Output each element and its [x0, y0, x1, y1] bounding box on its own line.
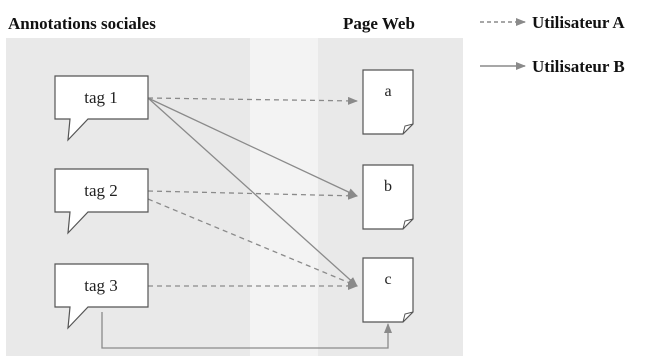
page-c-label: c	[384, 271, 391, 288]
tag-bubble-2	[54, 168, 149, 235]
page-a-label: a	[384, 83, 391, 100]
link-tag3-c-user-b	[101, 312, 392, 349]
middle-gap	[250, 38, 318, 356]
page-c-fold	[402, 311, 414, 323]
legend: Utilisateur A Utilisateur B	[480, 13, 625, 76]
legend-user-a: Utilisateur A	[532, 13, 625, 32]
page-b-icon	[362, 164, 414, 230]
link-tag2-b-user-a	[147, 190, 358, 200]
links	[101, 96, 392, 349]
tag-bubble-3	[54, 263, 149, 330]
tag-2-label: tag 2	[84, 181, 118, 200]
page-b-label: b	[384, 178, 392, 195]
page-b-fold	[402, 218, 414, 230]
tag-bubble: tag 1	[54, 75, 149, 142]
web-page: c	[362, 257, 414, 323]
link-tag1-c-user-b	[147, 97, 358, 287]
link-tag1-b-user-b	[147, 97, 358, 197]
page-a-fold	[402, 123, 414, 135]
link-tag1-a-user-a	[147, 96, 358, 105]
web-page: a	[362, 69, 414, 135]
tag-bubble: tag 3	[54, 263, 149, 330]
heading-page-web: Page Web	[343, 14, 415, 33]
web-page: b	[362, 164, 414, 230]
page-a-icon	[362, 69, 414, 135]
tag-bubble: tag 2	[54, 168, 149, 235]
tag-3-label: tag 3	[84, 276, 118, 295]
heading-annotations: Annotations sociales	[8, 14, 156, 33]
tag-bubble-1	[54, 75, 149, 142]
page-c-icon	[362, 257, 414, 323]
legend-user-b: Utilisateur B	[532, 57, 625, 76]
tag-1-label: tag 1	[84, 88, 118, 107]
link-tag2-c-user-a	[147, 198, 358, 287]
